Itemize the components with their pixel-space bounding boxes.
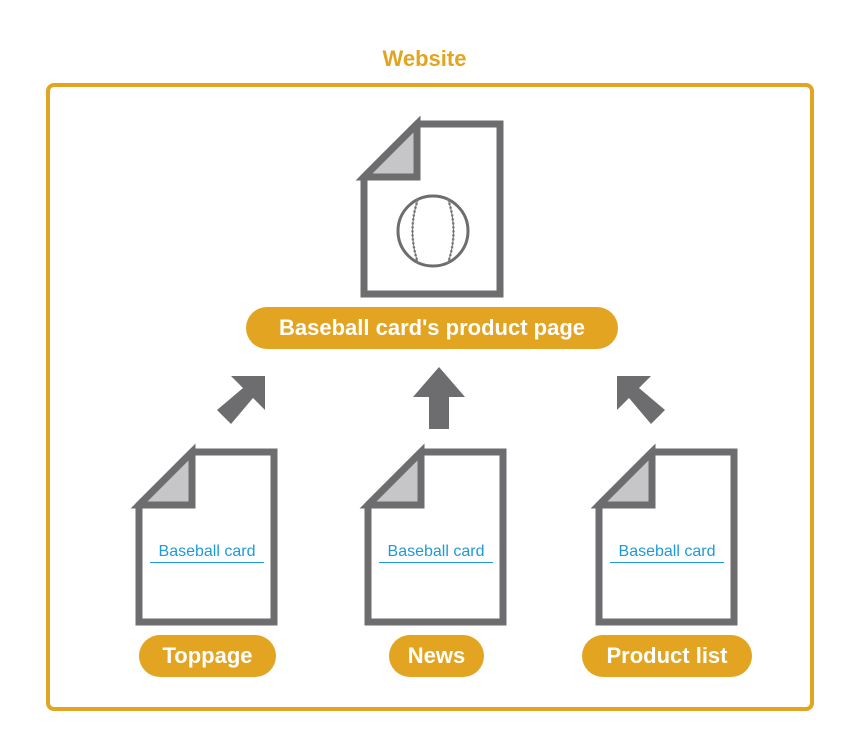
product-page-label: Baseball card's product page	[246, 307, 618, 349]
arrow-up-right-icon	[217, 376, 265, 424]
product-list-document	[590, 443, 738, 626]
product-list-label: Product list	[582, 635, 752, 677]
news-document	[359, 443, 507, 626]
news-baseball-card-link[interactable]: Baseball card	[379, 543, 493, 563]
arrow-up-left-icon	[617, 376, 665, 424]
baseball-icon	[396, 194, 470, 268]
product-page-document	[355, 115, 504, 298]
arrow-up-icon	[413, 367, 465, 429]
toppage-document	[130, 443, 278, 626]
website-frame	[46, 83, 814, 711]
website-title: Website	[382, 46, 467, 71]
toppage-label: Toppage	[139, 635, 276, 677]
product-list-baseball-card-link[interactable]: Baseball card	[610, 543, 724, 563]
toppage-baseball-card-link[interactable]: Baseball card	[150, 543, 264, 563]
news-label: News	[389, 635, 484, 677]
